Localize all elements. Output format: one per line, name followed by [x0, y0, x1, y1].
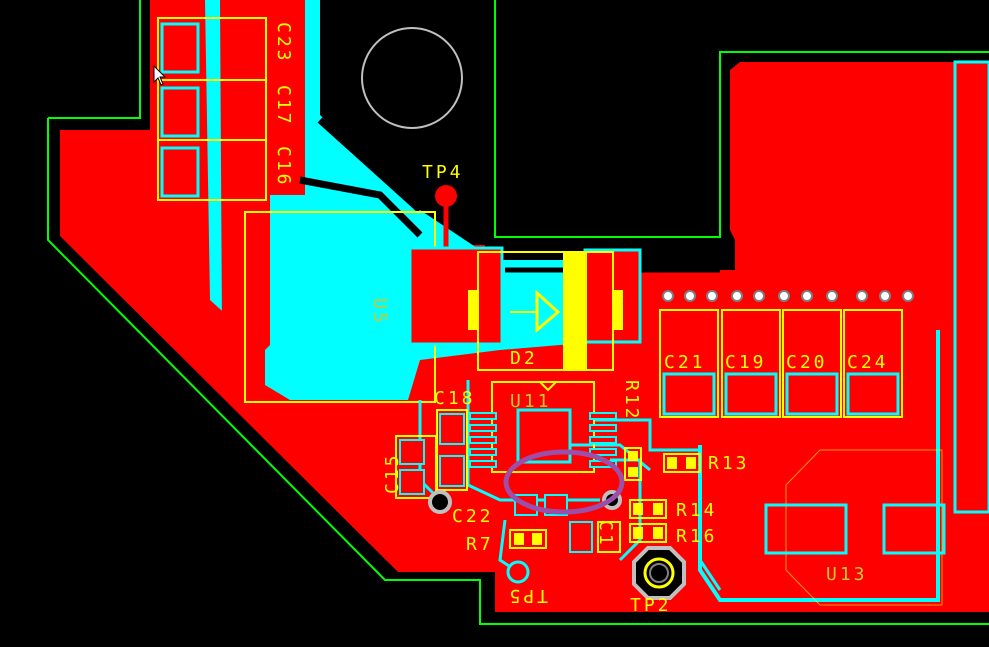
label-u13: U13 — [826, 564, 868, 585]
via-c22 — [428, 490, 452, 514]
label-c21: C21 — [664, 352, 706, 373]
testpoint-tp5[interactable] — [506, 560, 530, 584]
mouse-cursor — [153, 64, 167, 86]
copper-pour-inner — [205, 0, 640, 400]
resistor-r13[interactable] — [663, 453, 701, 473]
label-c19: C19 — [725, 352, 767, 373]
label-c15: C15 — [382, 452, 403, 494]
capacitor-c15[interactable] — [395, 435, 437, 499]
label-c22: C22 — [452, 506, 494, 527]
label-c16: C16 — [273, 146, 294, 188]
label-u5: U5 — [369, 298, 390, 326]
clearance-gap — [299, 117, 423, 238]
diode-d2[interactable] — [408, 246, 642, 371]
component-u13[interactable] — [764, 449, 946, 606]
testpoint-tp4[interactable] — [435, 185, 457, 250]
label-c24: C24 — [847, 352, 889, 373]
label-u11: U11 — [510, 391, 552, 412]
copper-pour-inner-core — [220, 0, 305, 370]
label-r16: R16 — [676, 526, 718, 547]
capacitor-row-c21-c19-c20-c24[interactable] — [659, 309, 903, 418]
label-r7: R7 — [466, 534, 494, 555]
copper-pour-right-edge — [953, 60, 989, 514]
label-r12: R12 — [621, 380, 642, 422]
mounting-hole — [361, 27, 463, 129]
board-outline — [47, 0, 989, 625]
via-row — [662, 290, 914, 302]
testpoint-tp2[interactable] — [632, 546, 686, 600]
capacitor-c18[interactable] — [436, 409, 468, 491]
label-c23: C23 — [273, 22, 294, 64]
label-r14: R14 — [676, 500, 718, 521]
label-c1: C1 — [595, 520, 616, 548]
label-c18: C18 — [434, 388, 476, 409]
resistor-r14[interactable] — [629, 499, 667, 519]
label-r13: R13 — [708, 453, 750, 474]
label-c17: C17 — [273, 85, 294, 127]
resistor-r7[interactable] — [509, 529, 547, 549]
capacitor-group-c23-c17-c16[interactable] — [157, 17, 267, 201]
label-tp2: TP2 — [630, 595, 672, 616]
resistor-r16[interactable] — [629, 523, 667, 543]
selection-highlight — [503, 449, 625, 515]
capacitor-c1[interactable] — [569, 521, 621, 553]
label-tp4: TP4 — [422, 162, 464, 183]
resistor-r12[interactable] — [624, 447, 642, 481]
label-c20: C20 — [786, 352, 828, 373]
label-d2: D2 — [510, 348, 538, 369]
label-tp5: TP5 — [506, 585, 548, 606]
